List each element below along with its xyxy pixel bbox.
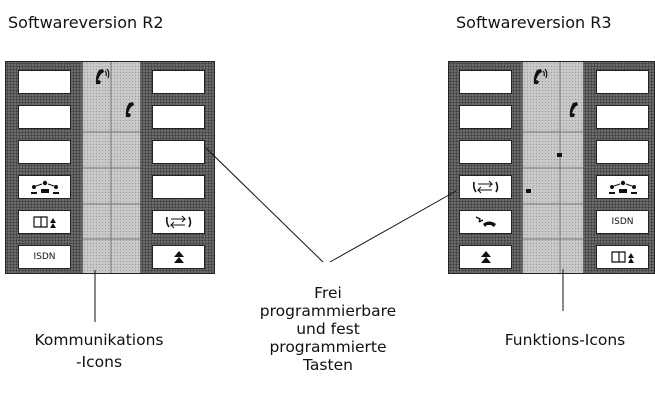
arrows-up-icon xyxy=(173,251,184,263)
r3-right-key-book[interactable] xyxy=(596,245,649,269)
callout-funktions: Funktions-Icons xyxy=(485,331,645,349)
handset-icon xyxy=(569,102,578,117)
callout-line: Kommunikations xyxy=(34,331,164,349)
r2-left-key-2[interactable] xyxy=(18,105,71,129)
display-strip-r3 xyxy=(522,62,584,273)
r2-right-key-transfer[interactable] xyxy=(152,210,205,234)
phone-panel-r3: ISDN xyxy=(448,61,655,274)
callout-kommunikations: Kommunikations -Icons xyxy=(24,329,174,373)
display-marker xyxy=(557,153,562,157)
r3-left-key-hangup[interactable] xyxy=(459,210,512,234)
r3-right-key-1[interactable] xyxy=(596,70,649,94)
callout-line: und fest xyxy=(296,320,360,338)
hangup-icon xyxy=(475,216,496,227)
conference-icon xyxy=(608,180,637,194)
r2-right-key-1[interactable] xyxy=(152,70,205,94)
title-r2: Softwareversion R2 xyxy=(8,13,164,32)
transfer-icon xyxy=(472,180,498,194)
book-icon xyxy=(610,251,634,263)
callout-line: programmierte xyxy=(269,338,387,356)
isdn-label: ISDN xyxy=(33,252,56,262)
handset-ringing-icon xyxy=(533,68,548,84)
display-marker xyxy=(526,189,531,193)
r3-left-key-3[interactable] xyxy=(459,140,512,164)
title-r3: Softwareversion R3 xyxy=(456,13,612,32)
callout-line: programmierbare xyxy=(259,302,397,320)
display-grid-r2 xyxy=(83,62,140,273)
r2-right-key-3[interactable] xyxy=(152,140,205,164)
r3-right-key-3[interactable] xyxy=(596,140,649,164)
r2-left-key-book[interactable] xyxy=(18,210,71,234)
callout-line: Tasten xyxy=(303,356,353,374)
r2-left-key-conference[interactable] xyxy=(18,175,71,199)
r3-left-key-2[interactable] xyxy=(459,105,512,129)
r2-left-key-isdn[interactable]: ISDN xyxy=(18,245,71,269)
handset-ringing-icon xyxy=(95,68,110,84)
r3-left-key-transfer[interactable] xyxy=(459,175,512,199)
r3-left-key-1[interactable] xyxy=(459,70,512,94)
callout-line: -Icons xyxy=(75,353,123,371)
book-icon xyxy=(32,216,56,228)
r3-left-key-arrows[interactable] xyxy=(459,245,512,269)
transfer-icon xyxy=(165,215,191,229)
leader-tasten-right xyxy=(329,190,457,263)
leader-tasten-left xyxy=(205,147,324,263)
callout-line: Frei xyxy=(314,284,342,302)
isdn-label: ISDN xyxy=(611,217,634,227)
r2-left-key-1[interactable] xyxy=(18,70,71,94)
phone-panel-r2: ISDN xyxy=(5,61,215,274)
r2-right-key-arrows[interactable] xyxy=(152,245,205,269)
r2-right-key-4[interactable] xyxy=(152,175,205,199)
r3-right-key-2[interactable] xyxy=(596,105,649,129)
r3-right-key-isdn[interactable]: ISDN xyxy=(596,210,649,234)
r2-left-key-3[interactable] xyxy=(18,140,71,164)
callout-line: Funktions-Icons xyxy=(504,331,626,349)
conference-icon xyxy=(30,180,59,194)
callout-tasten: Frei programmierbare und fest programmie… xyxy=(248,284,408,374)
r3-right-key-conference[interactable] xyxy=(596,175,649,199)
display-strip-r2 xyxy=(82,62,141,273)
arrows-up-icon xyxy=(480,251,491,263)
handset-icon xyxy=(125,102,134,117)
display-grid-r3 xyxy=(523,62,583,273)
r2-right-key-2[interactable] xyxy=(152,105,205,129)
